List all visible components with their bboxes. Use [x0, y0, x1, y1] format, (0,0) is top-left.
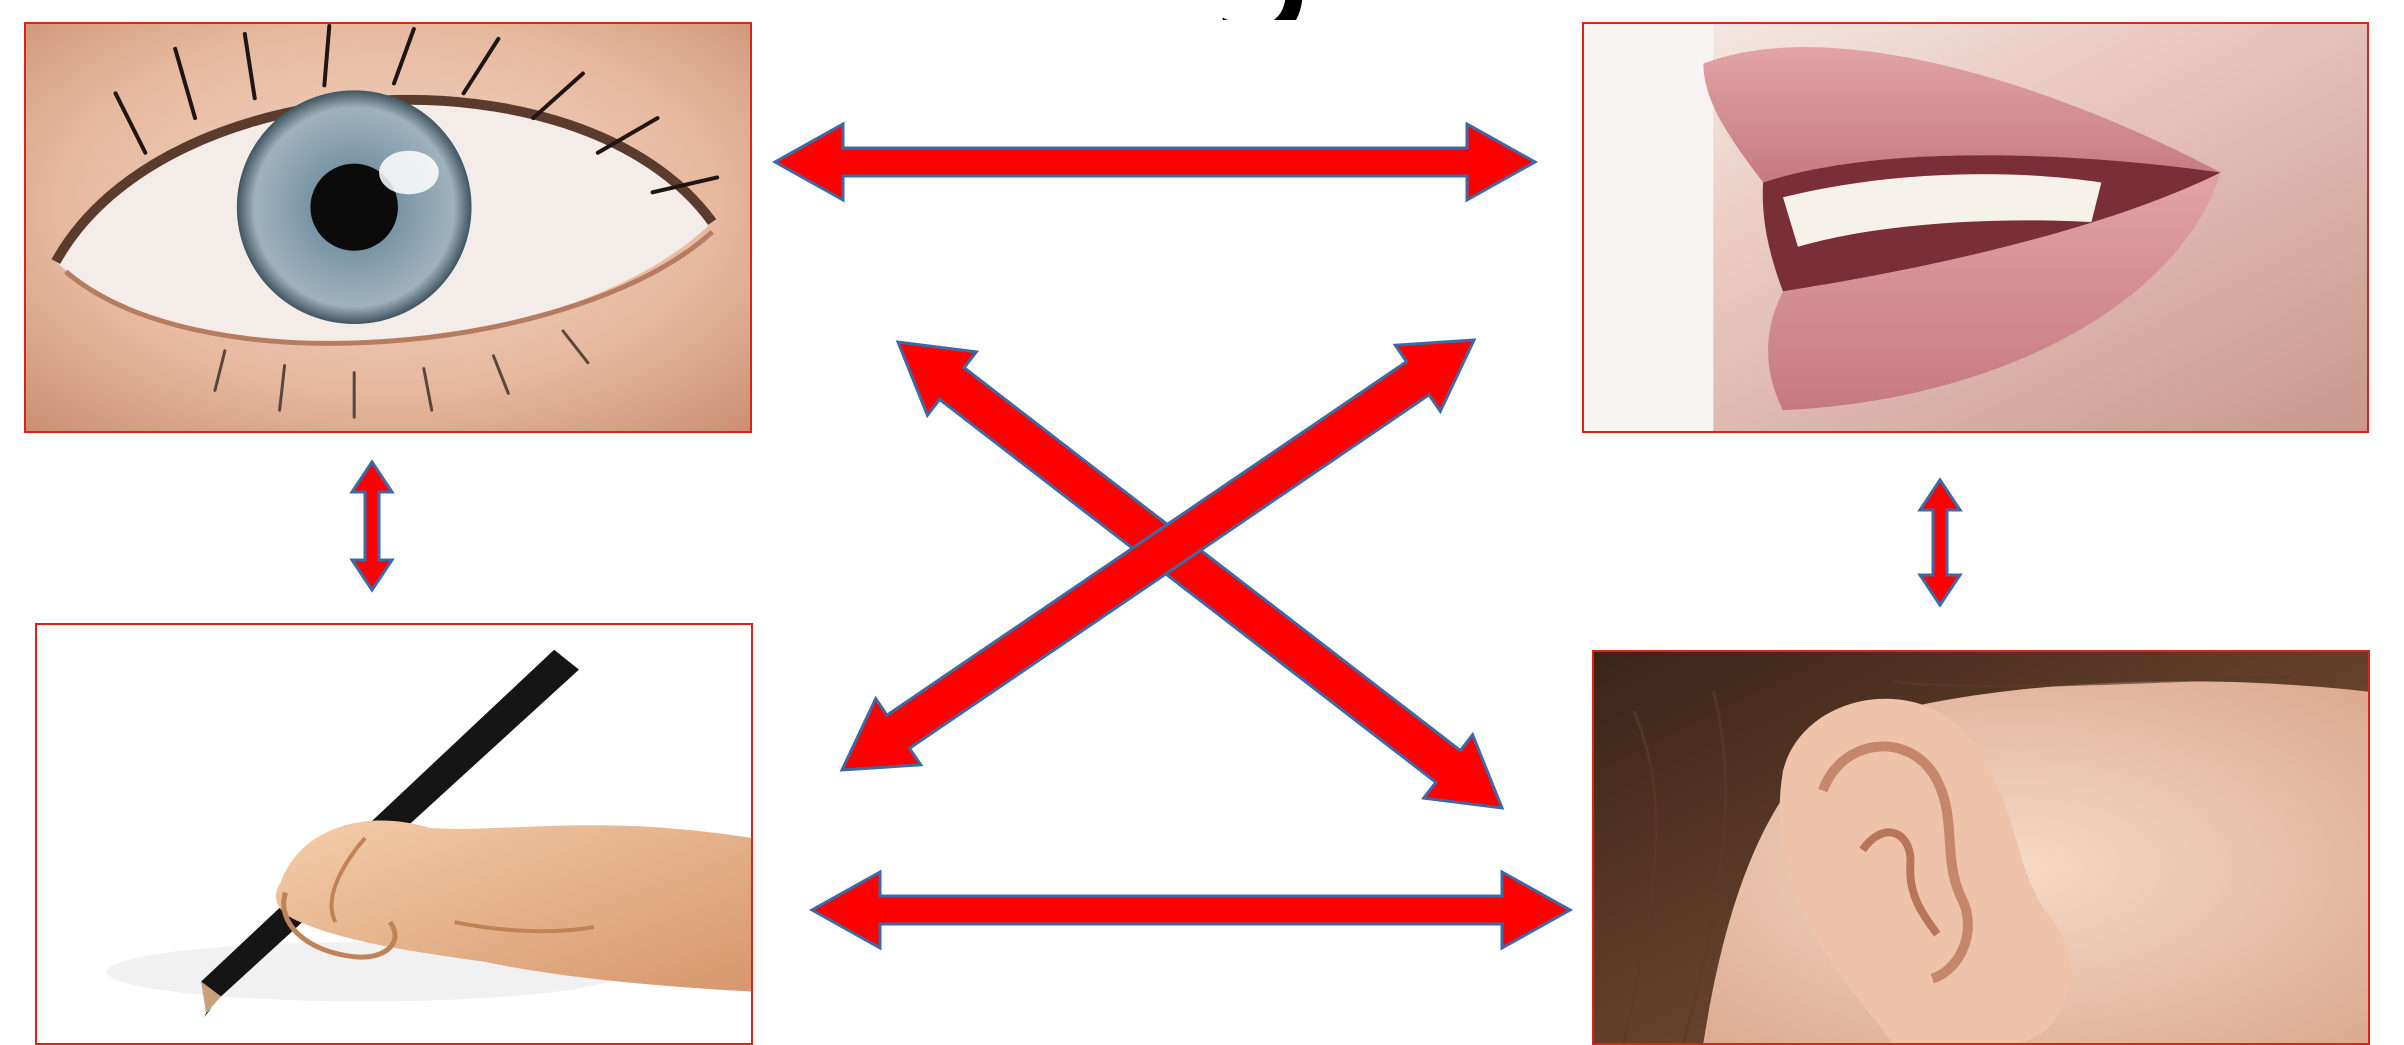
title-fragment: g — [1090, 0, 1430, 20]
pencil-hand-icon — [37, 625, 751, 1043]
arrow-mouth-ear — [1920, 480, 1960, 605]
eye-photo — [24, 22, 752, 433]
mouth-icon — [1584, 24, 2367, 431]
arrow-eye-ear — [898, 342, 1502, 808]
ear-photo — [1592, 650, 2370, 1045]
arrow-eye-mouth — [775, 124, 1535, 200]
ear-icon — [1594, 652, 2368, 1043]
arrow-mouth-hand-writing — [842, 340, 1474, 770]
arrow-eye-hand-writing — [352, 462, 392, 590]
hand-writing-photo — [35, 623, 753, 1045]
eye-icon — [26, 24, 750, 431]
mouth-photo — [1582, 22, 2369, 433]
arrow-hand-writing-ear — [812, 872, 1570, 948]
